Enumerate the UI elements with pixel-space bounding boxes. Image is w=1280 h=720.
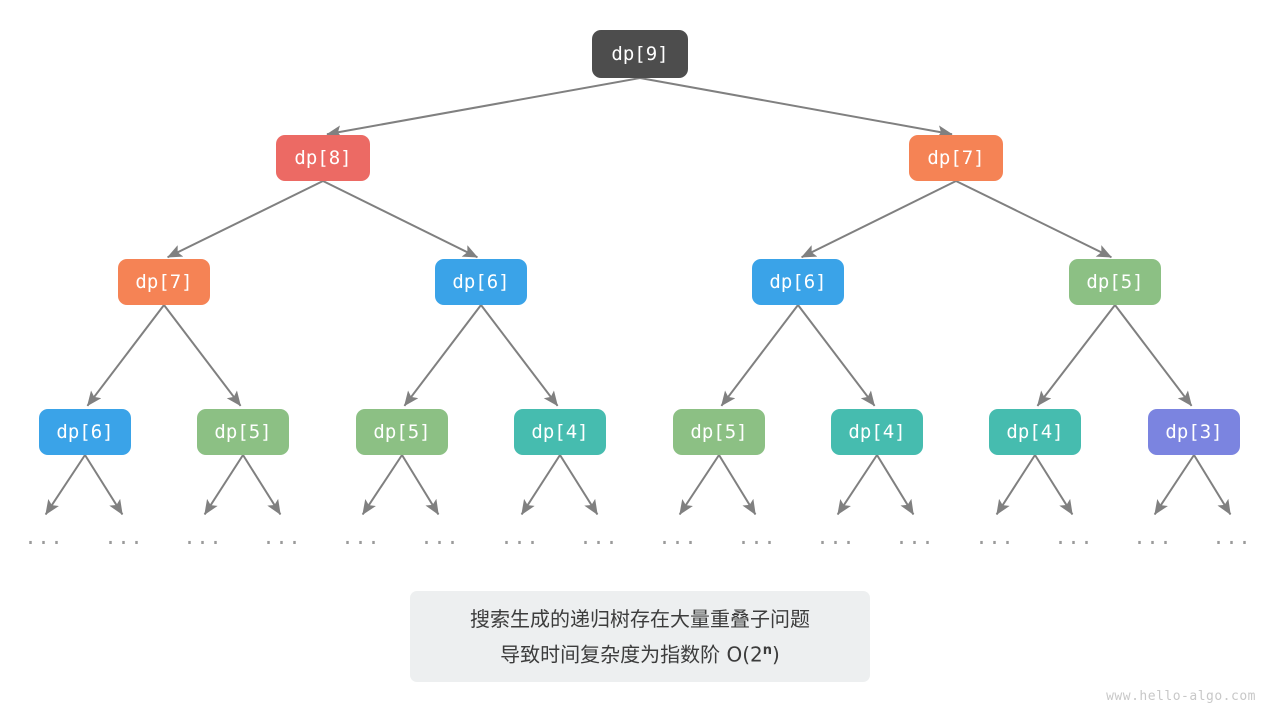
ellipsis-marker: ... xyxy=(895,525,935,549)
ellipsis-marker: ... xyxy=(262,525,302,549)
ellipsis-marker: ... xyxy=(579,525,619,549)
tree-node-n7[interactable]: dp[6] xyxy=(39,409,131,455)
tree-edge xyxy=(322,180,478,259)
tree-node-n10[interactable]: dp[4] xyxy=(514,409,606,455)
caption-line-1: 搜索生成的递归树存在大量重叠子问题 xyxy=(470,606,810,631)
tree-node-n11[interactable]: dp[5] xyxy=(673,409,765,455)
leaf-edge xyxy=(203,454,244,516)
tree-node-n13[interactable]: dp[4] xyxy=(989,409,1081,455)
tree-node-n12[interactable]: dp[4] xyxy=(831,409,923,455)
leaf-edge xyxy=(995,454,1036,516)
watermark: www.hello-algo.com xyxy=(1106,689,1256,704)
leaf-edges xyxy=(44,454,1232,516)
tree-node-label: dp[6] xyxy=(56,421,114,443)
tree-edges xyxy=(86,77,1193,407)
ellipsis-marker: ... xyxy=(341,525,381,549)
tree-node-n0[interactable]: dp[9] xyxy=(592,30,688,78)
tree-node-label: dp[5] xyxy=(1086,271,1144,293)
leaf-edge xyxy=(520,454,561,516)
tree-node-n9[interactable]: dp[5] xyxy=(356,409,448,455)
tree-edge xyxy=(720,304,799,407)
leaf-edge xyxy=(876,454,915,515)
tree-edge xyxy=(1036,304,1116,407)
ellipsis-marker: ... xyxy=(1054,525,1094,549)
tree-node-n3[interactable]: dp[7] xyxy=(118,259,210,305)
tree-node-n14[interactable]: dp[3] xyxy=(1148,409,1240,455)
ellipsis-marker: ... xyxy=(1133,525,1173,549)
tree-edge xyxy=(86,304,165,407)
tree-node-n4[interactable]: dp[6] xyxy=(435,259,527,305)
caption-box: 搜索生成的递归树存在大量重叠子问题 导致时间复杂度为指数阶 O(2n) xyxy=(410,591,870,682)
tree-edge xyxy=(797,304,876,407)
tree-node-label: dp[6] xyxy=(452,271,510,293)
ellipsis-marker: ... xyxy=(500,525,540,549)
tree-edge xyxy=(326,77,641,139)
tree-node-label: dp[8] xyxy=(294,147,352,169)
ellipsis-marker: ... xyxy=(975,525,1015,549)
tree-edge xyxy=(167,180,324,259)
leaf-edge xyxy=(678,454,720,516)
leaf-edge xyxy=(1193,454,1232,515)
tree-node-label: dp[6] xyxy=(769,271,827,293)
tree-node-label: dp[9] xyxy=(611,43,669,65)
tree-node-label: dp[4] xyxy=(531,421,589,443)
ellipsis-marker: ... xyxy=(737,525,777,549)
caption-line-2-prefix: 导致时间复杂度为指数阶 O(2 xyxy=(500,642,763,667)
ellipsis-marker: ... xyxy=(183,525,223,549)
ellipsis-marker: ... xyxy=(816,525,856,549)
tree-node-label: dp[7] xyxy=(135,271,193,293)
tree-edge xyxy=(639,77,953,139)
caption-exponent: n xyxy=(762,642,773,658)
tree-node-label: dp[3] xyxy=(1165,421,1223,443)
tree-node-n5[interactable]: dp[6] xyxy=(752,259,844,305)
leaf-edge xyxy=(1153,454,1195,516)
tree-node-n6[interactable]: dp[5] xyxy=(1069,259,1161,305)
ellipsis-marker: ... xyxy=(420,525,460,549)
leaf-edge xyxy=(361,454,403,516)
tree-node-label: dp[4] xyxy=(848,421,906,443)
tree-edge xyxy=(1114,304,1193,407)
caption-line-2-suffix: ) xyxy=(772,642,780,667)
leaf-edge xyxy=(1034,454,1074,515)
tree-edge xyxy=(480,304,559,407)
tree-node-n8[interactable]: dp[5] xyxy=(197,409,289,455)
tree-edge xyxy=(163,304,242,407)
caption-line-2: 导致时间复杂度为指数阶 O(2n) xyxy=(500,635,780,671)
leaf-edge xyxy=(242,454,282,515)
leaf-edge xyxy=(401,454,440,515)
ellipsis-marker: ... xyxy=(24,525,64,549)
ellipsis-marker: ... xyxy=(1212,525,1252,549)
tree-edge xyxy=(955,180,1112,259)
tree-edge xyxy=(801,180,957,259)
tree-edge xyxy=(403,304,482,407)
tree-node-label: dp[5] xyxy=(214,421,272,443)
tree-node-label: dp[7] xyxy=(927,147,985,169)
tree-node-label: dp[5] xyxy=(373,421,431,443)
leaf-edge xyxy=(836,454,878,516)
tree-node-label: dp[4] xyxy=(1006,421,1064,443)
tree-node-label: dp[5] xyxy=(690,421,748,443)
leaf-edge xyxy=(718,454,757,515)
tree-node-n2[interactable]: dp[7] xyxy=(909,135,1003,181)
tree-node-n1[interactable]: dp[8] xyxy=(276,135,370,181)
ellipsis-marker: ... xyxy=(104,525,144,549)
leaf-edge xyxy=(44,454,86,516)
leaf-edge xyxy=(84,454,124,515)
leaf-edge xyxy=(559,454,599,515)
ellipsis-marker: ... xyxy=(658,525,698,549)
